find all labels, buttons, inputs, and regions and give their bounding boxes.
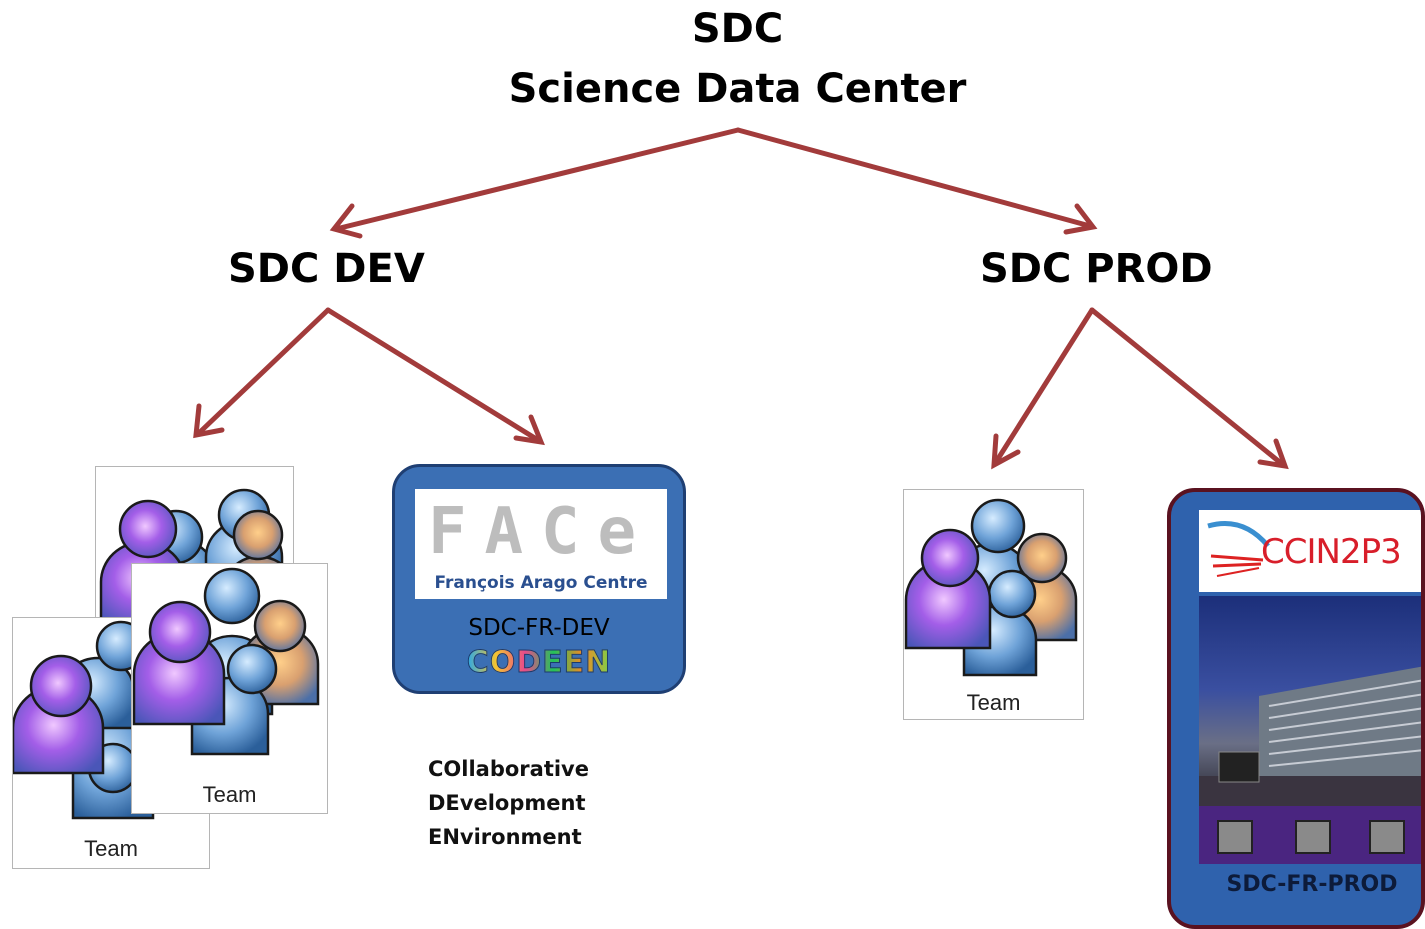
- team-label: Team: [966, 690, 1021, 715]
- dev-title: SDC DEV: [228, 246, 425, 292]
- codeen-logo: CODEEN: [395, 645, 683, 681]
- codeen-acronym-1: COllaborative: [428, 757, 589, 781]
- team-label: Team: [202, 782, 257, 807]
- arrow-dev-to-teams: [197, 307, 331, 435]
- codeen-acronym-2: DEvelopment: [428, 791, 586, 815]
- face-site-label: SDC-FR-DEV: [468, 615, 610, 641]
- arrow-root-to-prod: [735, 127, 1093, 229]
- codeen-acronym-3: ENvironment: [428, 825, 582, 849]
- prod-site-label: SDC-FR-PROD: [1226, 872, 1398, 897]
- face-logo-text: FACe: [427, 495, 655, 569]
- thumbnail-strip: [1199, 806, 1421, 864]
- team-card-prod: Team: [903, 489, 1084, 720]
- ccin2p3-logo-text: CCIN2P3: [1261, 532, 1402, 572]
- ccin2p3-panel: CCIN2P3 SDC-FR-PROD: [1167, 488, 1425, 929]
- arrowhead-prod-cc: [1257, 438, 1289, 470]
- thumbnail: [1217, 820, 1253, 854]
- prod-title: SDC PROD: [980, 246, 1213, 292]
- arrowhead-dev-face: [513, 414, 545, 446]
- arrowhead-dev-teams: [193, 403, 225, 439]
- face-panel: FACe François Arago Centre SDC-FR-DEV CO…: [392, 464, 686, 694]
- thumbnail: [1369, 820, 1405, 854]
- arrowhead-dev: [329, 203, 363, 239]
- team-label: Team: [84, 836, 138, 861]
- team-card-front: Team: [131, 563, 328, 814]
- building-graphic: [1199, 666, 1421, 816]
- ccin2p3-logo-box: CCIN2P3: [1199, 510, 1421, 592]
- ccin2p3-building-photo: [1199, 596, 1421, 864]
- codeen-logo-text: CODEEN: [466, 645, 612, 681]
- arrow-root-to-dev: [337, 127, 741, 231]
- arrowhead-prod: [1063, 203, 1098, 235]
- face-logo-box: FACe François Arago Centre: [415, 489, 667, 599]
- root-title-line2: Science Data Center: [508, 66, 967, 112]
- people-icon: [132, 567, 320, 756]
- root-title-line1: SDC: [691, 6, 784, 52]
- people-icon: [904, 498, 1078, 677]
- arrow-dev-to-face: [325, 307, 541, 443]
- ccin2p3-swoosh-icon: [1207, 521, 1270, 577]
- arrow-prod-to-ccin2p3: [1089, 307, 1285, 467]
- arrowhead-prod-team: [991, 433, 1021, 470]
- arrow-prod-to-team: [993, 307, 1095, 465]
- thumbnail: [1295, 820, 1331, 854]
- face-centre-name: François Arago Centre: [434, 573, 648, 593]
